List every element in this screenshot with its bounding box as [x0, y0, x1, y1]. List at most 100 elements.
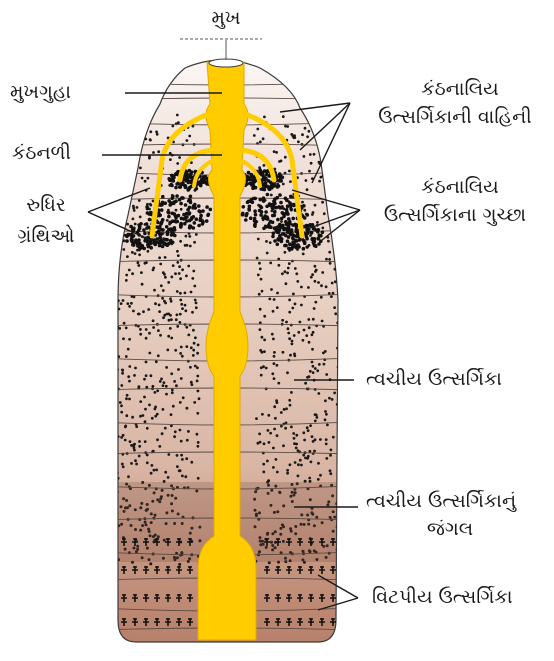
- dot: [278, 264, 281, 267]
- dot: [312, 365, 315, 368]
- dot: [184, 309, 187, 312]
- dot: [276, 306, 279, 309]
- tuft-dot: [193, 203, 197, 207]
- tuft-dot: [264, 210, 268, 214]
- dot: [128, 145, 131, 148]
- dot: [153, 289, 156, 292]
- dot: [114, 172, 117, 175]
- dot: [193, 342, 196, 345]
- tuft-dot: [142, 228, 146, 232]
- dot: [125, 397, 128, 400]
- tuft-dot: [161, 195, 165, 199]
- dot: [146, 427, 149, 430]
- dot: [321, 271, 324, 274]
- dot: [192, 329, 195, 332]
- dot: [124, 425, 127, 428]
- dot: [276, 364, 279, 367]
- dot: [164, 427, 167, 430]
- dot: [311, 333, 314, 336]
- dot: [181, 458, 184, 461]
- dot: [275, 151, 278, 154]
- dot: [286, 371, 289, 374]
- dot: [311, 273, 314, 276]
- label-pharyngeal-duct-line2: ઉત્સર્ગિકાની વાહિની: [360, 106, 550, 129]
- dot: [323, 212, 326, 215]
- dot: [269, 241, 272, 244]
- dot: [153, 469, 156, 472]
- dot: [300, 286, 303, 289]
- tuft-dot: [285, 222, 289, 226]
- dot: [147, 308, 150, 311]
- dot: [171, 391, 174, 394]
- dot: [325, 258, 328, 261]
- dot: [128, 365, 131, 368]
- dot: [306, 426, 309, 429]
- dot: [170, 372, 173, 375]
- dot: [286, 469, 289, 472]
- dot: [144, 420, 147, 423]
- dot: [187, 334, 190, 337]
- dot: [145, 386, 148, 389]
- dot: [134, 367, 137, 370]
- dot: [142, 414, 145, 417]
- dot: [117, 435, 120, 438]
- tuft-dot: [189, 195, 193, 199]
- tuft-dot: [253, 217, 257, 221]
- dot: [185, 457, 188, 460]
- dot: [123, 322, 126, 325]
- dot: [329, 114, 332, 117]
- dot: [313, 307, 316, 310]
- dot: [297, 449, 300, 452]
- dot: [114, 410, 117, 413]
- dot: [289, 404, 292, 407]
- dot: [174, 272, 177, 275]
- dot: [340, 360, 343, 363]
- dot: [176, 465, 179, 468]
- dot: [176, 325, 179, 328]
- tuft-dot: [260, 172, 264, 176]
- dot: [273, 377, 276, 380]
- dot: [198, 397, 201, 400]
- tuft-dot: [182, 217, 186, 221]
- dot: [311, 361, 314, 364]
- dot: [113, 422, 116, 425]
- dot: [297, 475, 300, 478]
- dot: [293, 334, 296, 337]
- dot: [184, 292, 187, 295]
- dot: [134, 459, 137, 462]
- tuft-dot: [178, 185, 182, 189]
- tuft-dot: [286, 239, 290, 243]
- dot: [287, 332, 290, 335]
- tuft-dot: [125, 239, 129, 243]
- dot: [261, 290, 264, 293]
- tuft-dot: [246, 201, 250, 205]
- tuft-dot: [197, 224, 201, 228]
- dot: [155, 469, 158, 472]
- tuft-dot: [272, 232, 276, 236]
- dot: [146, 454, 149, 457]
- dot: [112, 321, 115, 324]
- dot: [265, 240, 268, 243]
- dot: [267, 414, 270, 417]
- dot: [321, 320, 324, 323]
- dot: [138, 253, 141, 256]
- dot: [114, 472, 117, 475]
- dot: [277, 382, 280, 385]
- dot: [314, 204, 317, 207]
- dot: [316, 221, 319, 224]
- dot: [124, 204, 127, 207]
- dot: [128, 269, 131, 272]
- dot: [113, 476, 116, 479]
- dot: [160, 284, 163, 287]
- dot: [173, 435, 176, 438]
- dot: [172, 405, 175, 408]
- tuft-dot: [169, 228, 173, 232]
- dot: [151, 417, 154, 420]
- tuft-dot: [289, 195, 293, 199]
- label-blood-glands-line2: ગ્રંથિઓ: [4, 225, 88, 248]
- dot: [145, 328, 148, 331]
- dot: [139, 415, 142, 418]
- dot: [309, 450, 312, 453]
- tuft-dot: [279, 175, 283, 179]
- tuft-dot: [321, 230, 325, 234]
